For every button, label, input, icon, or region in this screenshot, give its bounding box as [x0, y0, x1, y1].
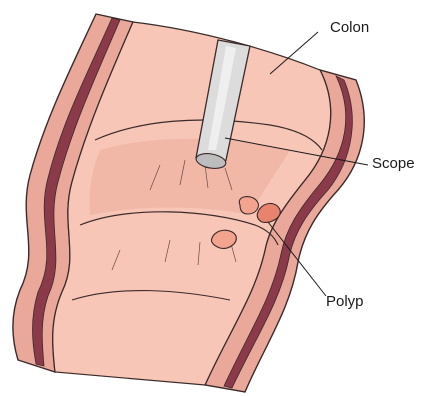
polyp-label: Polyp: [326, 293, 364, 310]
scope-label: Scope: [372, 155, 415, 172]
colon-label: Colon: [330, 19, 369, 36]
